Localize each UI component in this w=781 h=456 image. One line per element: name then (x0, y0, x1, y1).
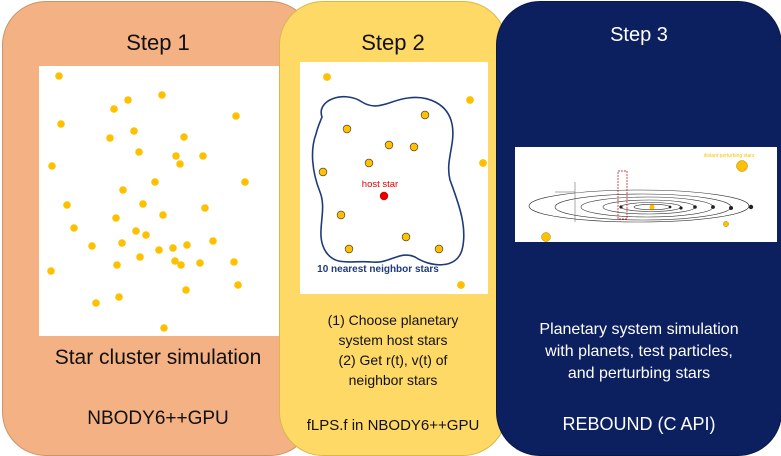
cluster-star (135, 148, 143, 156)
step1-caption: Star cluster simulation (54, 346, 262, 369)
outside-star (466, 96, 474, 104)
cluster-star (113, 261, 121, 269)
cluster-star (57, 120, 65, 128)
planet (711, 205, 715, 209)
neighbor-star (336, 210, 346, 220)
step2-panel: Step 2 host star (279, 1, 507, 456)
cluster-star (47, 267, 55, 275)
cluster-star (151, 178, 159, 186)
cluster-star (171, 257, 179, 265)
cluster-star (119, 186, 127, 194)
step3-caption-line: and perturbing stars (567, 365, 711, 382)
cluster-star (230, 258, 238, 266)
cluster-star (241, 178, 249, 186)
step3-code-label: REBOUND (C API) (562, 414, 716, 434)
cluster-star (183, 241, 191, 249)
host-star-label: host star (362, 179, 398, 190)
planet (668, 205, 672, 209)
planetary-system-plot: distant perturbing stars (515, 147, 777, 242)
neighbor-star (318, 167, 328, 177)
outside-star (457, 281, 465, 289)
neighbor-boundary (311, 95, 465, 266)
cluster-star (158, 91, 166, 99)
neighbor-star (364, 158, 374, 168)
cluster-star (136, 253, 144, 261)
outside-star (323, 73, 331, 81)
step1-title: Step 1 (126, 30, 190, 55)
cluster-star (139, 200, 147, 208)
step2-caption: (1) Choose planetary system host stars (… (280, 310, 506, 390)
step2-title: Step 2 (361, 30, 425, 55)
cluster-star (118, 239, 126, 247)
cluster-star (232, 112, 240, 120)
step3-caption-line: with planets, test particles, (545, 343, 733, 360)
cluster-star (132, 227, 140, 235)
cluster-star (92, 299, 100, 307)
cluster-star (88, 242, 96, 250)
planet (619, 205, 623, 209)
cluster-star (176, 160, 184, 168)
cluster-star (112, 214, 120, 222)
neighbor-star (384, 140, 394, 150)
cluster-star (196, 259, 204, 267)
cluster-star (115, 293, 123, 301)
neighbor-star (420, 110, 430, 120)
outside-star (479, 159, 487, 167)
neighbor-star (434, 244, 444, 254)
step2-caption-line: system host stars (338, 332, 448, 348)
host-star (379, 191, 389, 201)
star-cluster-plot (39, 66, 279, 336)
perturbing-star (541, 232, 551, 242)
perturbing-star (723, 221, 729, 227)
step2-caption-line: (1) Choose planetary (327, 312, 459, 328)
cluster-star (130, 127, 138, 135)
cluster-star (159, 211, 167, 219)
step2-caption-line: neighbor stars (348, 372, 438, 388)
cluster-star (182, 286, 190, 294)
cluster-star (110, 105, 118, 113)
cluster-star (234, 281, 242, 289)
step3-panel: Step 3 (496, 1, 781, 456)
planet (748, 204, 754, 210)
planet (693, 205, 697, 209)
neighbor-star (409, 142, 419, 152)
neighbor-star (342, 124, 352, 134)
cluster-star (124, 96, 132, 104)
neighbor-star (344, 244, 354, 254)
cluster-star (160, 324, 168, 332)
cluster-star (142, 231, 150, 239)
cluster-star (48, 162, 56, 170)
cluster-star (55, 72, 63, 80)
central-star (649, 204, 655, 210)
cluster-star (63, 201, 71, 209)
neighbor-stars-label: 10 nearest neighbor stars (317, 264, 439, 275)
host-star-selection-plot: host star 10 nearest neighbor stars (300, 62, 488, 294)
cluster-star (177, 261, 185, 269)
step1-code-label: NBODY6++GPU (87, 408, 229, 429)
cluster-star (180, 133, 188, 141)
step2-caption-line: (2) Get r(t), v(t) of (338, 352, 448, 368)
step3-title: Step 3 (610, 24, 668, 46)
step2-code-label: fLPS.f in NBODY6++GPU (306, 417, 480, 434)
planet (679, 206, 683, 210)
cluster-star (201, 204, 209, 212)
cluster-star (155, 246, 163, 254)
step3-caption-line: Planetary system simulation (539, 321, 739, 338)
planet (729, 206, 733, 210)
cluster-star (209, 237, 217, 245)
neighbor-star (401, 232, 411, 242)
step3-caption: Planetary system simulation with planets… (497, 319, 781, 385)
cluster-star (172, 152, 180, 160)
cluster-star (169, 244, 177, 252)
cluster-star (106, 134, 114, 142)
cluster-star (70, 224, 78, 232)
step1-panel: Step 1 (2, 1, 314, 456)
perturbing-stars-label: distant perturbing stars (704, 153, 755, 159)
cluster-star (199, 152, 207, 160)
perturbing-star (736, 160, 748, 172)
